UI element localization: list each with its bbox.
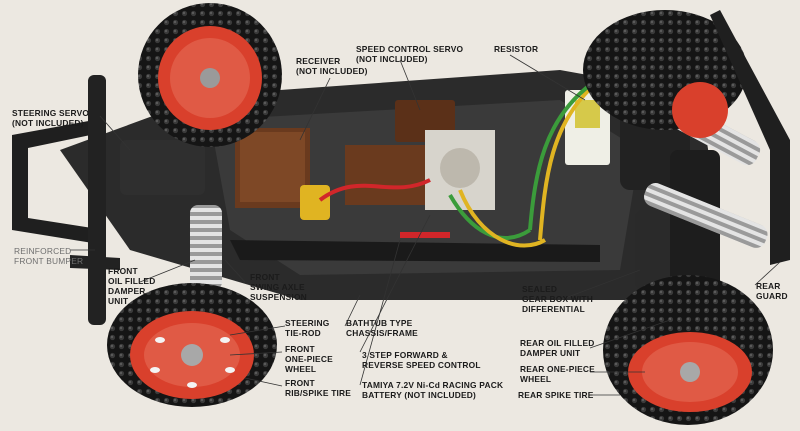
- label-steering-servo: STEERING SERVO(NOT INCLUDED): [12, 108, 90, 128]
- label-rear-tire: REAR SPIKE TIRE: [518, 390, 594, 400]
- label-speed-control-servo: SPEED CONTROL SERVO(NOT INCLUDED): [356, 44, 464, 64]
- wiring: [318, 78, 602, 248]
- rear-guard: [710, 10, 790, 265]
- speed-control-servo-part: [345, 100, 495, 210]
- receiver-part: [235, 128, 330, 220]
- front-bumper: [12, 75, 120, 325]
- rear-bottom-wheel: [603, 275, 773, 425]
- resistor-part: [565, 90, 610, 165]
- rear-top-wheel: [583, 10, 747, 138]
- front-top-wheel: [138, 3, 282, 147]
- label-speed-control: 3 STEP FORWARD &REVERSE SPEED CONTROL: [362, 350, 481, 370]
- label-receiver: RECEIVER(NOT INCLUDED): [296, 56, 368, 76]
- front-bottom-wheel: [107, 283, 277, 407]
- leader-lines: [70, 54, 781, 396]
- label-resistor: RESISTOR: [494, 44, 539, 54]
